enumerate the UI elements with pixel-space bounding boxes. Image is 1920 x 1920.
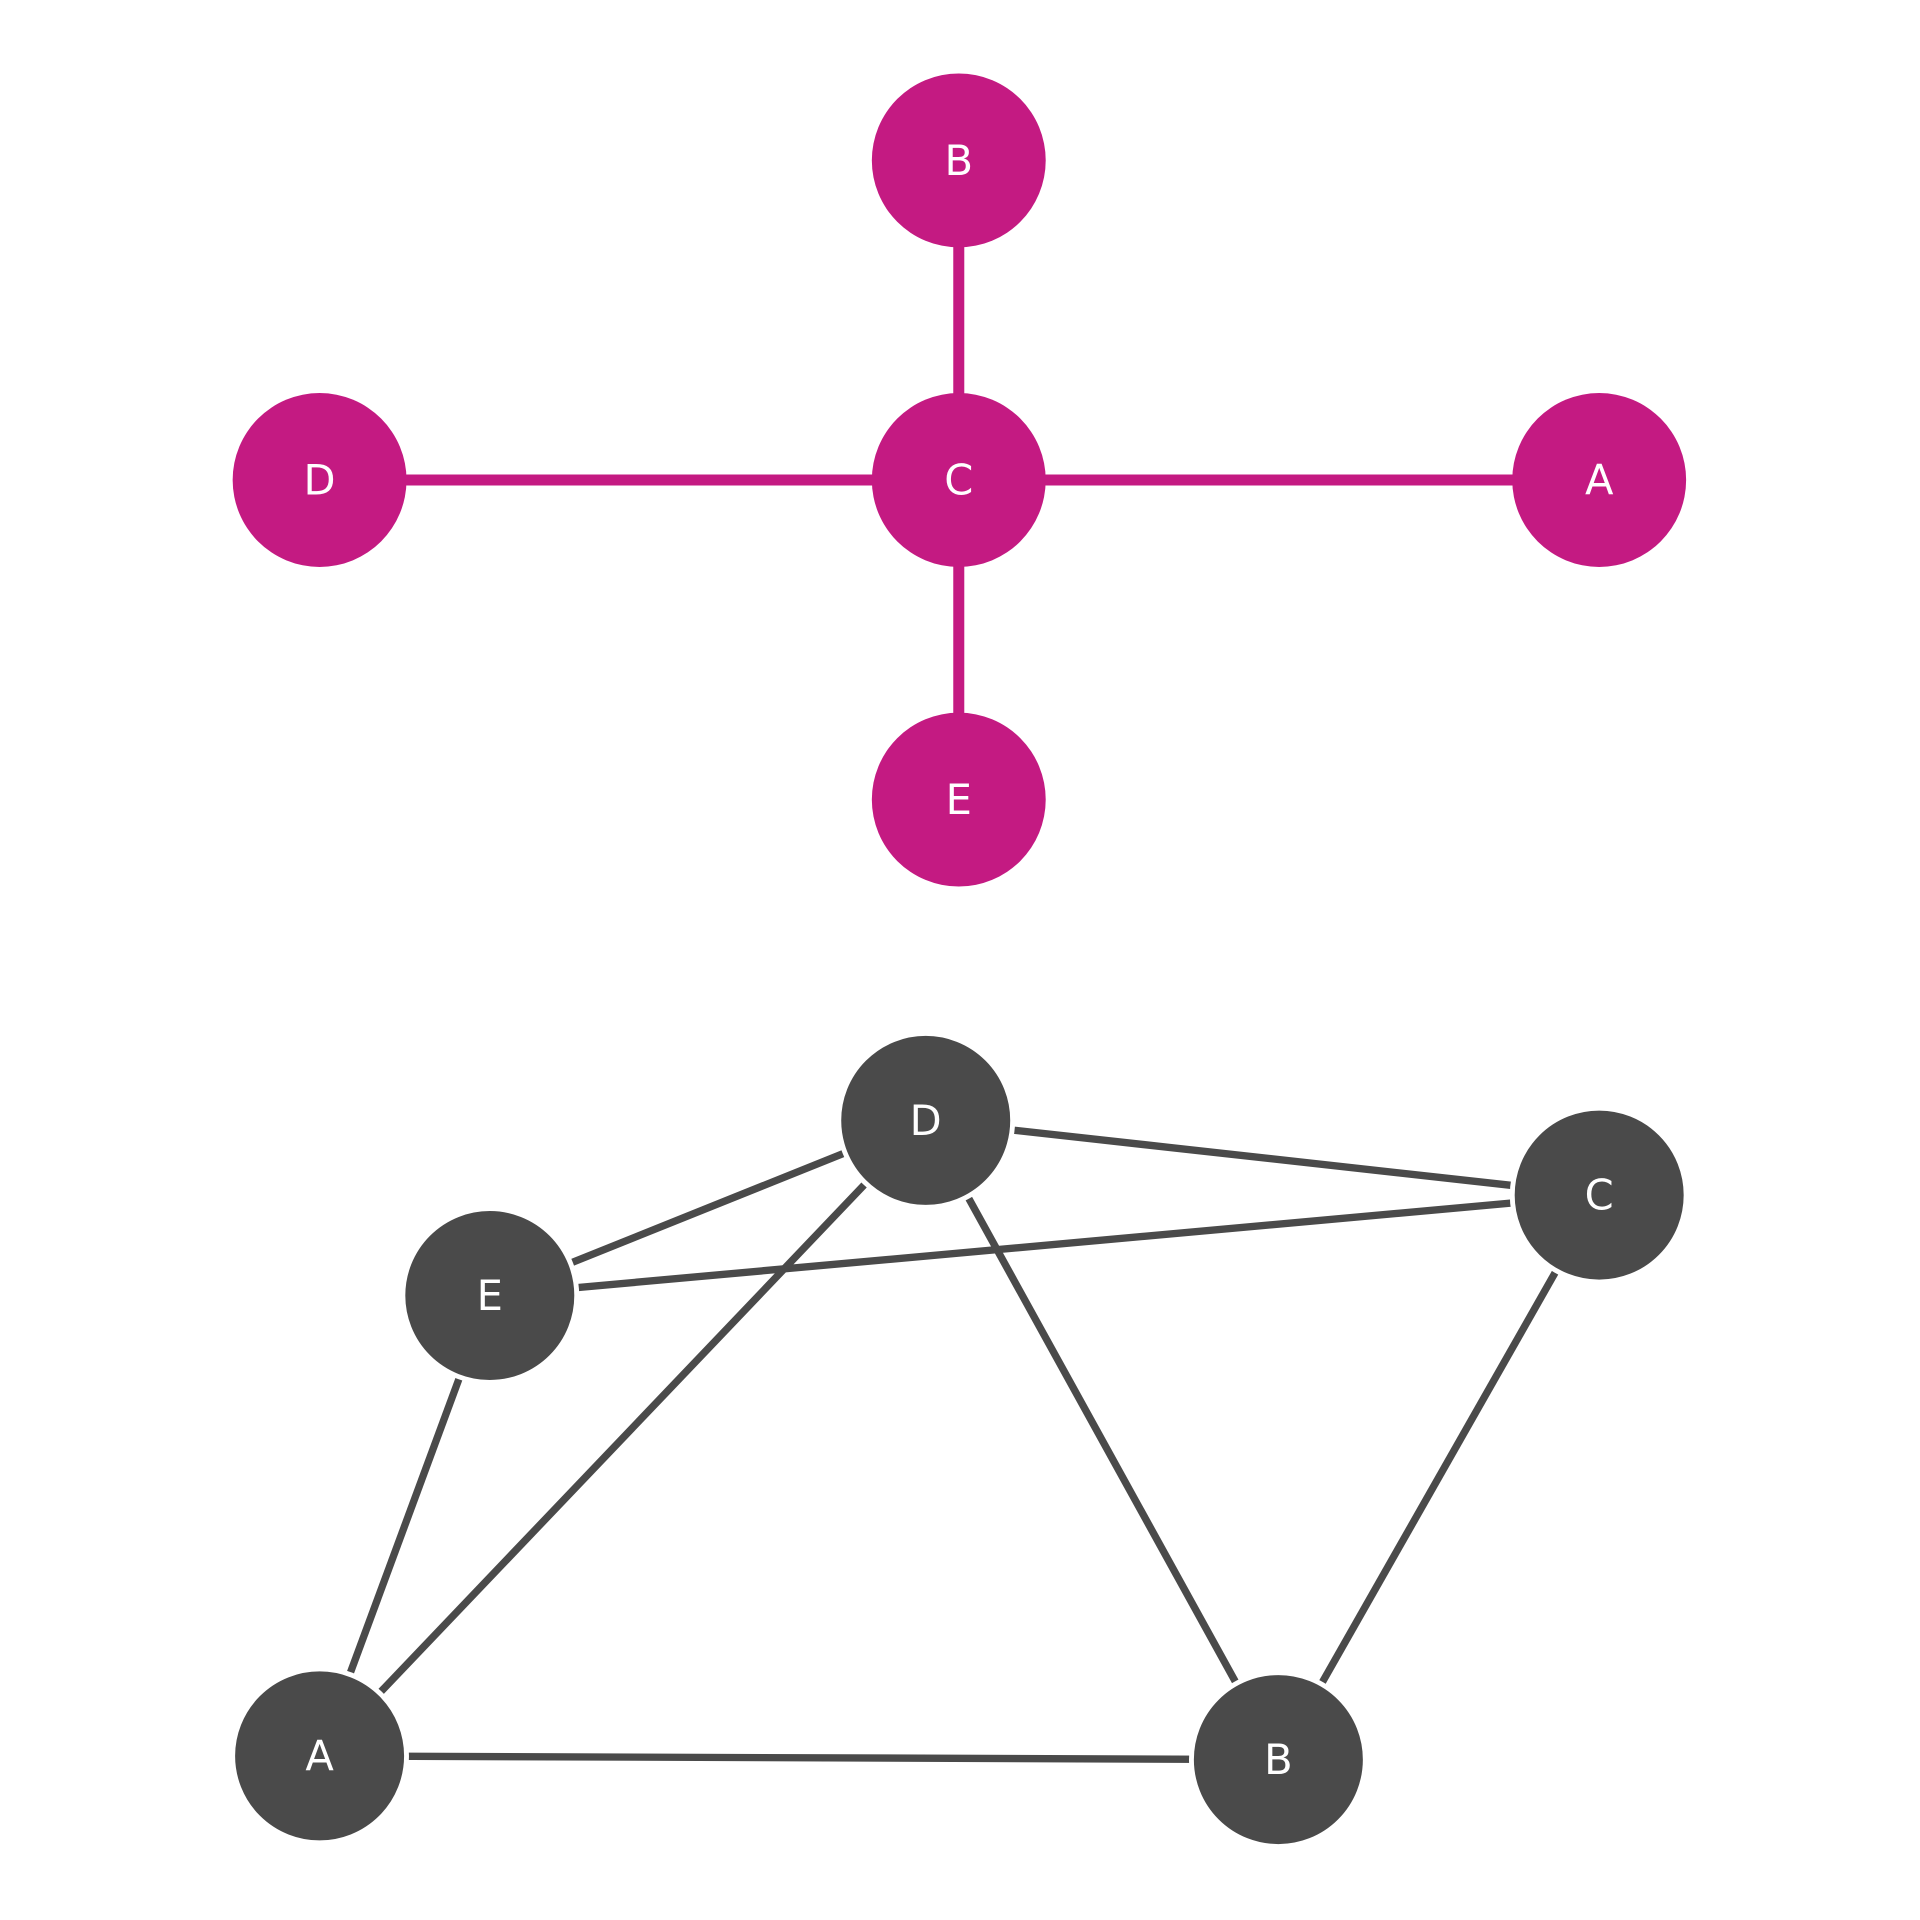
dense-graph: A B C D E: [230, 1031, 1689, 1849]
node-circle: [232, 393, 407, 567]
node-circle: [230, 1666, 409, 1846]
edge-D-B: [922, 1118, 1282, 1762]
star-graph: A B C D E: [232, 73, 1687, 887]
node-label: A: [305, 1731, 334, 1780]
node-E: E: [871, 712, 1046, 887]
node-label: B: [944, 136, 973, 185]
node-circle: [871, 73, 1046, 248]
node-label: A: [1585, 456, 1614, 505]
edge-D-C: [925, 1116, 1600, 1199]
node-A: A: [1512, 393, 1687, 567]
node-circle: [400, 1206, 580, 1385]
edge-E-C: [489, 1191, 1600, 1300]
node-circle: [1512, 393, 1687, 567]
node-label: C: [944, 456, 973, 505]
node-B: B: [1188, 1670, 1368, 1849]
node-D: D: [232, 393, 407, 567]
node-circle: [836, 1031, 1016, 1210]
node-circle: [871, 393, 1046, 567]
edge-A-B: [319, 1752, 1279, 1764]
node-D: D: [836, 1031, 1016, 1210]
node-label: E: [477, 1271, 503, 1320]
edge-B-C: [1275, 1193, 1603, 1762]
node-circle: [1188, 1670, 1368, 1849]
node-circle: [1509, 1105, 1689, 1285]
node-label: D: [910, 1096, 942, 1145]
node-C: C: [1509, 1105, 1689, 1285]
node-E: E: [400, 1206, 580, 1385]
node-circle: [871, 712, 1046, 887]
node-label: B: [1264, 1735, 1293, 1784]
node-C: C: [871, 393, 1046, 567]
node-B: B: [871, 73, 1046, 248]
node-label: C: [1585, 1171, 1614, 1220]
node-A: A: [230, 1666, 409, 1846]
node-label: E: [946, 775, 972, 824]
edge-D-A: [316, 1117, 929, 1759]
node-label: D: [304, 456, 336, 505]
